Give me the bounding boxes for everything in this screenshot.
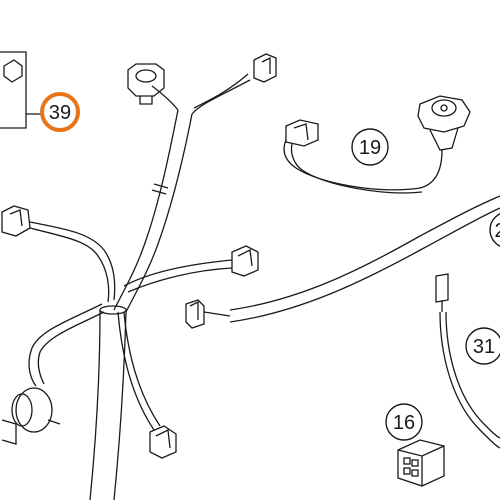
callout-39-label: 39 (49, 102, 71, 124)
callout-19[interactable]: 19 (351, 128, 389, 166)
callout-31[interactable]: 31 (465, 327, 500, 365)
connector-16 (397, 439, 445, 487)
top-plug (253, 53, 277, 83)
top-coil-connector (127, 63, 165, 105)
callout-partial-right[interactable]: 2 (489, 212, 500, 248)
middle-branch (123, 245, 259, 293)
lower-left-branch (1, 303, 105, 445)
callout-31-label: 31 (473, 336, 495, 358)
sensor-19-head (417, 95, 471, 151)
callout-16[interactable]: 16 (385, 403, 423, 441)
main-harness (89, 73, 251, 500)
callout-16-label: 16 (393, 412, 415, 434)
inset-box-39 (0, 51, 44, 129)
callout-19-label: 19 (359, 137, 381, 159)
cable-19 (283, 119, 443, 194)
left-branch (1, 205, 116, 303)
lower-middle-branch (117, 311, 177, 459)
cable-31 (435, 273, 500, 449)
callout-partial-right-label: 2 (494, 220, 500, 242)
long-right-cable (185, 195, 500, 329)
callout-39[interactable]: 39 (40, 92, 80, 132)
